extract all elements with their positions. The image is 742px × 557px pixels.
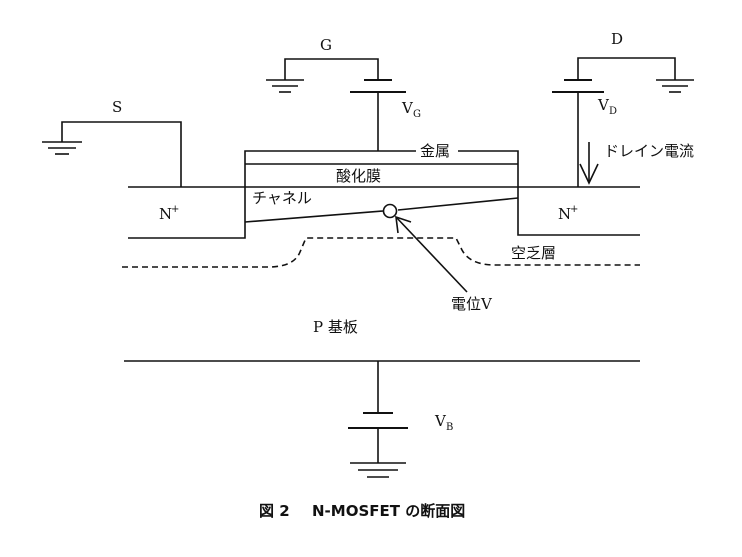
potential-point <box>382 203 398 219</box>
caption-title: N-MOSFET の断面図 <box>312 502 465 520</box>
svg-text:G: G <box>413 109 421 120</box>
vd-label: V D <box>597 96 617 117</box>
svg-text:D: D <box>609 106 617 117</box>
n-plus-left-label: N + <box>159 204 179 223</box>
svg-text:V: V <box>597 96 610 114</box>
depletion-boundary <box>122 237 640 268</box>
gate-label: G <box>320 36 332 54</box>
potential-arrow <box>395 215 468 293</box>
source-terminal <box>42 121 182 187</box>
svg-text:V: V <box>434 412 447 430</box>
figure-caption: 図 2 N-MOSFET の断面図 <box>259 502 465 520</box>
svg-text:+: + <box>570 204 578 215</box>
potential-label: 電位V <box>451 295 493 313</box>
caption-figure-number: 図 2 <box>259 502 290 520</box>
svg-text:V: V <box>401 99 414 117</box>
source-label: S <box>112 98 122 116</box>
svg-text:N: N <box>558 205 571 223</box>
metal-label-bg <box>416 142 458 160</box>
silicon-surface <box>128 186 640 239</box>
channel-edge-right <box>397 197 519 211</box>
svg-text:B: B <box>446 422 453 433</box>
vg-label: V G <box>401 99 421 120</box>
svg-text:N: N <box>159 205 172 223</box>
drain-terminal <box>552 57 694 187</box>
drain-label: D <box>611 30 623 48</box>
gate-terminal <box>266 58 406 151</box>
depletion-label: 空乏層 <box>511 244 556 262</box>
oxide-label: 酸化膜 <box>336 167 381 185</box>
substrate-label: P 基板 <box>313 318 358 336</box>
svg-text:+: + <box>171 204 179 215</box>
drain-current-arrow <box>579 142 599 185</box>
substrate-terminal <box>348 361 408 478</box>
channel-edge <box>244 210 384 223</box>
channel-label: チャネル <box>252 189 312 207</box>
metal-label: 金属 <box>420 142 450 160</box>
gate-metal <box>244 150 519 187</box>
n-plus-right-label: N + <box>558 204 578 223</box>
vb-label: V B <box>434 412 453 433</box>
drain-current-label: ドレイン電流 <box>604 142 694 160</box>
